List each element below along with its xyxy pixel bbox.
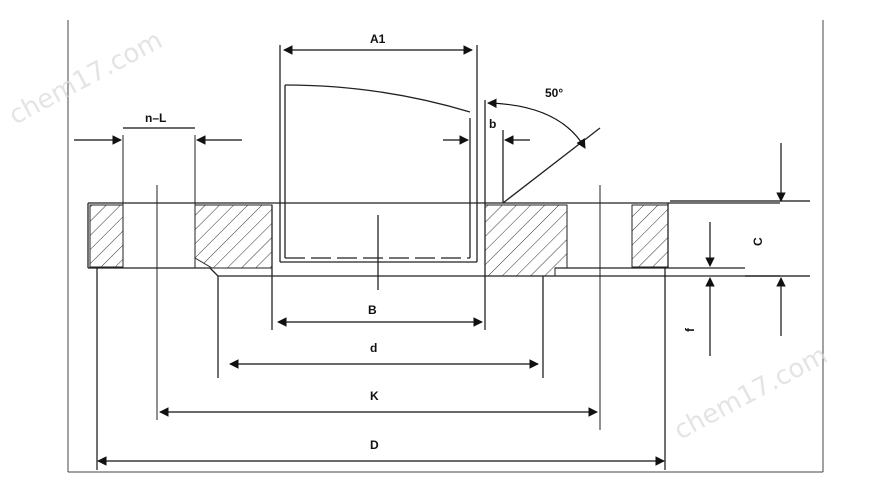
label-D: D (370, 438, 379, 452)
flange-plate (87, 202, 780, 378)
label-B: B (368, 303, 377, 317)
watermark-bottom: chem17.com (669, 340, 832, 446)
hatched-sections (89, 204, 669, 277)
label-n-l: n–L (145, 111, 166, 125)
label-f: f (683, 327, 697, 332)
label-d: d (370, 341, 377, 355)
label-angle: 50° (545, 86, 563, 100)
pipe (271, 45, 601, 330)
label-a1: A1 (370, 32, 386, 46)
label-b: b (489, 117, 496, 131)
drawing-frame (67, 20, 824, 473)
bolt-holes (122, 135, 633, 430)
dimension-lines (74, 45, 810, 470)
label-c: C (751, 237, 765, 246)
label-K: K (370, 389, 379, 403)
watermark-top: chem17.com (4, 25, 167, 131)
